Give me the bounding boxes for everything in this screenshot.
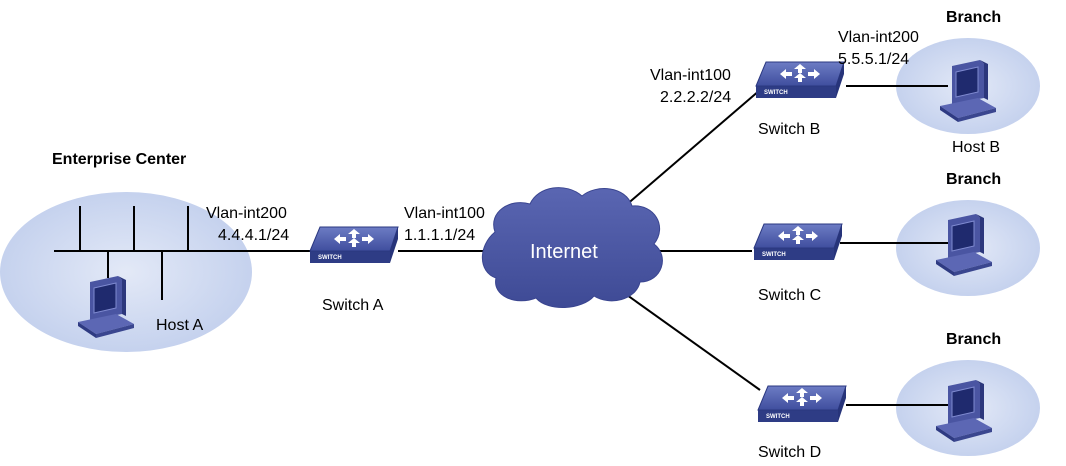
switch-c-label: Switch C xyxy=(758,287,821,304)
enterprise-title: Enterprise Center xyxy=(52,151,186,168)
branch-b-title: Branch xyxy=(946,9,1001,26)
link-internet-switch-b xyxy=(617,89,761,213)
links xyxy=(54,85,948,406)
switch-d-logo-text: SWITCH xyxy=(766,414,790,420)
switch-a[interactable]: SWITCH xyxy=(309,226,399,264)
switch-a-logo-text: SWITCH xyxy=(318,255,342,261)
switch-d-label: Switch D xyxy=(758,444,821,461)
switch-c[interactable]: SWITCH xyxy=(753,223,843,261)
host-a-label: Host A xyxy=(156,317,203,334)
switch-a-right-interface: Vlan-int100 xyxy=(404,205,485,222)
switch-b-logo-text: SWITCH xyxy=(764,90,788,96)
branch-c-title: Branch xyxy=(946,171,1001,188)
switch-d[interactable]: SWITCH xyxy=(757,385,847,423)
switch-b-label: Switch B xyxy=(758,121,820,138)
switch-a-left-interface: Vlan-int200 xyxy=(206,205,287,222)
switch-c-logo-text: SWITCH xyxy=(762,252,786,258)
switch-b-lan-ip: 5.5.5.1/24 xyxy=(838,51,909,68)
branch-d-title: Branch xyxy=(946,331,1001,348)
switch-a-label: Switch A xyxy=(322,297,384,314)
link-internet-switch-d xyxy=(619,289,761,391)
internet-label: Internet xyxy=(530,241,598,263)
host-b-label: Host B xyxy=(952,139,1000,156)
switch-a-right-ip: 1.1.1.1/24 xyxy=(404,227,475,244)
switch-b-wan-ip: 2.2.2.2/24 xyxy=(660,89,731,106)
switch-b[interactable]: SWITCH xyxy=(755,61,845,99)
switch-b-lan-interface: Vlan-int200 xyxy=(838,29,919,46)
switch-b-wan-interface: Vlan-int100 xyxy=(650,67,731,84)
switch-a-left-ip: 4.4.4.1/24 xyxy=(218,227,289,244)
internet-cloud: Internet xyxy=(481,187,663,309)
